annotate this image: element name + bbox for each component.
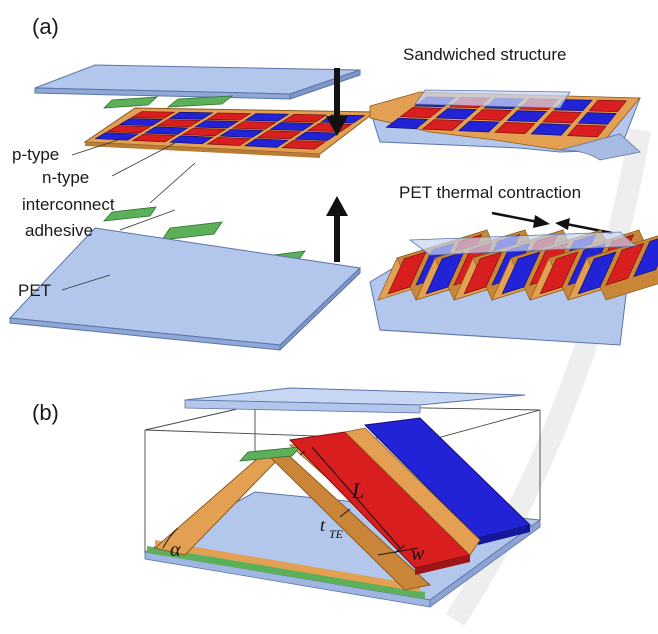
angle-symbol: α xyxy=(170,539,181,561)
n-type-cell xyxy=(219,129,265,138)
p-type-fold-cell xyxy=(539,251,579,295)
sandwiched-structure-title: Sandwiched structure xyxy=(403,45,566,64)
contraction-arrows xyxy=(491,211,613,235)
bottom-pet-sheet xyxy=(8,227,362,352)
label-n-type: n-type xyxy=(42,168,89,187)
p-type-cell xyxy=(130,111,176,119)
n-type-cell xyxy=(143,126,189,135)
p-type-fold-cell xyxy=(605,242,645,286)
p-type-cell xyxy=(494,121,536,135)
label-adhesive: adhesive xyxy=(25,221,93,240)
thickness-subscript: TE xyxy=(329,527,344,541)
contracted-structure-illustration xyxy=(369,229,658,346)
p-type-cell xyxy=(231,121,277,130)
n-type-cell xyxy=(94,132,140,141)
p-type-cell xyxy=(156,119,202,128)
p-type-cell xyxy=(281,113,328,123)
n-type-cell xyxy=(169,135,214,145)
dimension-lines xyxy=(162,446,419,556)
p-type-cell xyxy=(206,112,252,121)
length-symbol: L xyxy=(351,478,364,503)
te-cell-grid xyxy=(94,111,366,150)
unit-cell-illustration: L t TE w α xyxy=(143,387,542,608)
p-type-cell xyxy=(566,124,607,138)
n-type-cell xyxy=(193,120,239,129)
n-type-fold-cell xyxy=(501,251,541,295)
p-type-cell xyxy=(470,109,513,121)
p-type-cell xyxy=(542,111,582,124)
p-type-cell xyxy=(281,140,327,150)
n-type-cell xyxy=(168,111,214,120)
n-type-cell xyxy=(294,131,340,141)
up-arrow xyxy=(326,196,348,262)
label-interconnect: interconnect xyxy=(22,195,115,214)
n-type-fold-cell xyxy=(633,238,658,277)
p-type-cell xyxy=(181,127,227,137)
n-type-cell xyxy=(269,122,315,131)
n-type-cell xyxy=(118,118,164,126)
watermark-stroke xyxy=(445,128,651,626)
label-p-type: p-type xyxy=(12,145,59,164)
p-type-cell xyxy=(256,130,302,140)
p-type-cell xyxy=(399,107,443,119)
top-pet-sheet xyxy=(34,64,361,100)
sandwiched-structure-illustration xyxy=(369,89,641,161)
width-symbol: w xyxy=(411,543,425,565)
sandwich-cell-grid xyxy=(385,96,627,138)
panel-b-label: (b) xyxy=(32,400,59,425)
n-type-fold-cell xyxy=(577,251,617,295)
p-type-cell xyxy=(106,125,152,134)
n-type-cell xyxy=(506,110,548,123)
te-array-layer xyxy=(83,107,377,158)
thickness-symbol: t xyxy=(320,515,326,535)
n-type-cell xyxy=(530,123,572,136)
n-type-cell xyxy=(457,120,500,133)
label-pet: PET xyxy=(18,281,51,300)
p-type-cell xyxy=(588,99,627,113)
p-type-cell xyxy=(131,133,177,143)
n-type-cell xyxy=(385,117,429,130)
p-type-cell xyxy=(421,119,465,131)
leader-lines xyxy=(61,139,196,291)
p-type-cell xyxy=(206,136,252,146)
n-type-cell xyxy=(243,138,289,148)
n-type-cell xyxy=(577,112,617,125)
thermal-contraction-title: PET thermal contraction xyxy=(399,183,581,202)
down-arrow xyxy=(326,68,348,136)
n-type-cell xyxy=(244,113,290,122)
panel-a-label: (a) xyxy=(32,14,59,39)
n-type-cell xyxy=(435,108,478,120)
